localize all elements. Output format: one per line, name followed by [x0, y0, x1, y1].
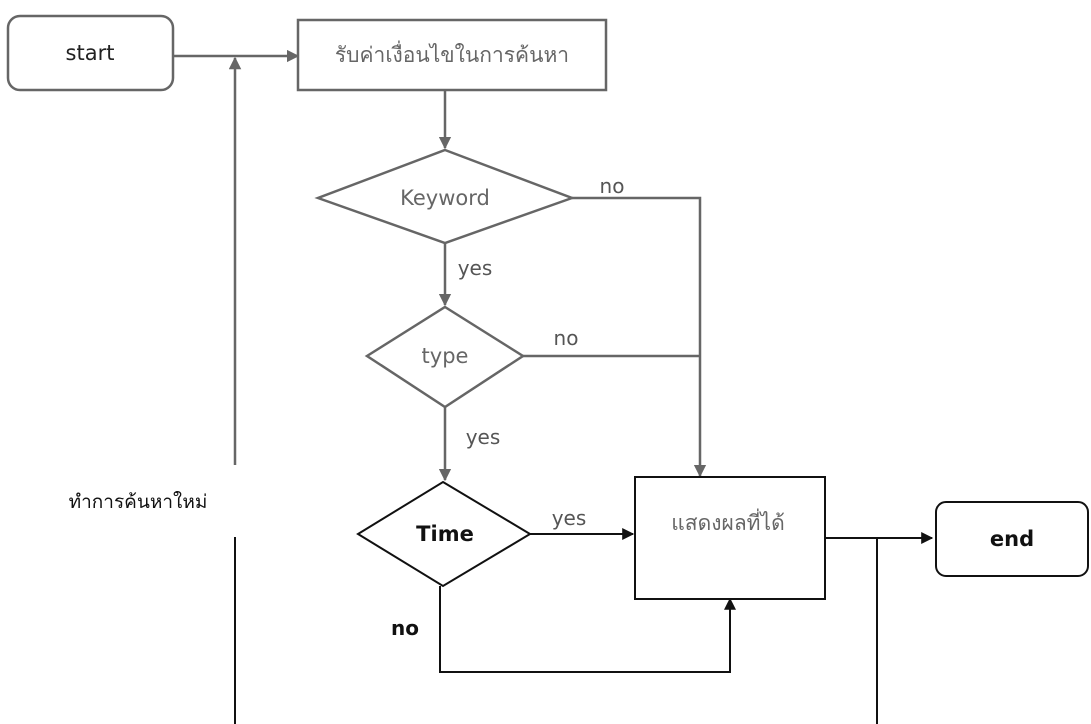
keyword-decision — [314, 148, 576, 245]
edge-keyword-no — [572, 196, 707, 478]
loop-back-label: ทำการค้นหาใหม่ — [69, 491, 208, 513]
keyword-label: Keyword — [400, 186, 490, 210]
result-label: แสดงผลที่ได้ — [671, 508, 784, 535]
end-terminal — [935, 501, 1089, 577]
keyword-yes-label: yes — [458, 256, 493, 280]
start-label: start — [66, 41, 115, 65]
time-decision — [356, 480, 532, 588]
start-terminal — [6, 14, 175, 92]
input-process-box — [296, 18, 608, 92]
input-label: รับค่าเงื่อนไขในการค้นหา — [335, 40, 569, 67]
type-yes-label: yes — [466, 425, 501, 449]
time-yes-label: yes — [552, 506, 587, 530]
type-decision — [364, 305, 526, 409]
result-process-box — [634, 476, 826, 600]
type-no-label: no — [554, 326, 579, 350]
time-no-label: no — [391, 616, 419, 640]
time-label: Time — [416, 522, 474, 546]
keyword-no-label: no — [600, 174, 625, 198]
type-label: type — [422, 344, 469, 368]
end-label: end — [990, 527, 1034, 551]
edge-time-no — [439, 586, 736, 673]
